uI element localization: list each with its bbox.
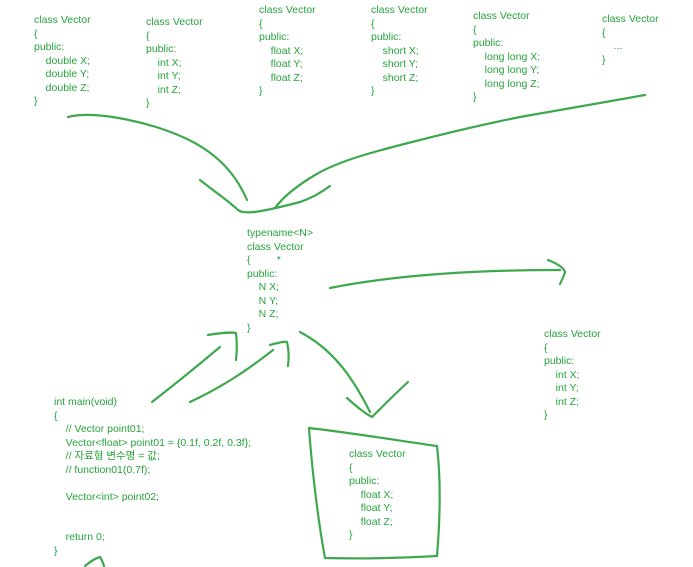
arrowhead-main-up-2: [268, 340, 290, 368]
arrow-converge-tick: [298, 184, 332, 204]
arrow-main-up-2: [188, 348, 275, 404]
class-vector-double: class Vector { public: double X; double …: [34, 14, 91, 107]
main-function: int main(void) { // Vector point01; Vect…: [54, 396, 252, 557]
arrow-curve-left: [66, 113, 249, 202]
arrow-to-right-class: [328, 268, 562, 290]
class-vector-float-top: class Vector { public: float X; float Y;…: [259, 4, 316, 97]
class-vector-long-long: class Vector { public: long long X; long…: [473, 10, 541, 103]
arrow-bottom-fragment: [83, 555, 106, 567]
arrow-converge-v: [198, 178, 302, 214]
arrow-curve-right: [273, 93, 647, 210]
class-vector-float-boxed: class Vector { public: float X; float Y;…: [349, 448, 406, 541]
arrowhead-main-up-1: [206, 331, 238, 362]
arrow-main-up-1: [150, 345, 222, 404]
arrowhead-right-class: [546, 258, 567, 286]
class-vector-int-top: class Vector { public: int X; int Y; int…: [146, 16, 203, 109]
arrowhead-boxed-class: [345, 380, 410, 419]
class-vector-short: class Vector { public: short X; short Y;…: [371, 4, 428, 97]
box-around-float-class: [307, 426, 441, 560]
class-vector-ellipsis: class Vector { ... }: [602, 13, 659, 66]
arrow-to-boxed-class: [298, 330, 372, 414]
class-vector-int-right: class Vector { public: int X; int Y; int…: [544, 328, 601, 421]
template-class-vector: typename<N> class Vector { * public: N X…: [247, 227, 313, 334]
